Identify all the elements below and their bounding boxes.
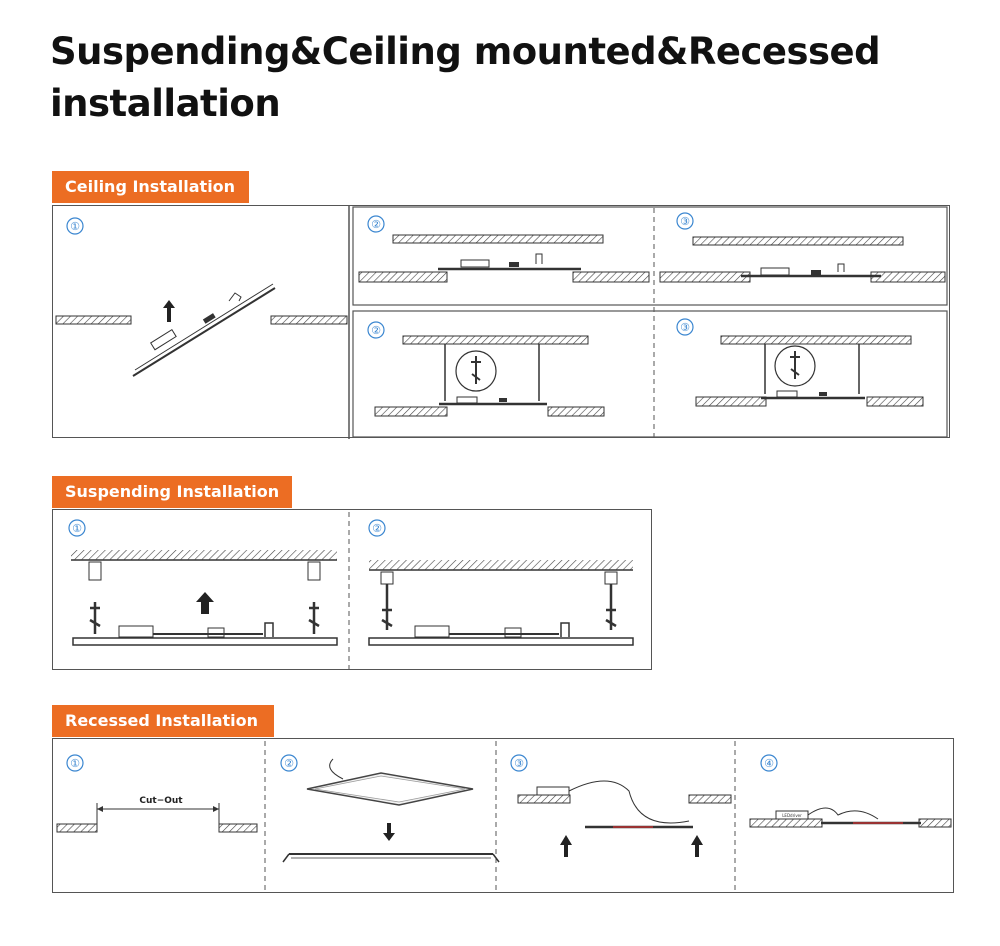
step-number: ② bbox=[372, 522, 382, 535]
recessed-installation-tag: Recessed Installation bbox=[52, 705, 274, 737]
step-number: ② bbox=[371, 324, 381, 337]
ceiling-installation-diagram: ① ② ③ bbox=[55, 206, 948, 439]
step-number: ③ bbox=[680, 215, 690, 228]
down-arrow-icon bbox=[383, 823, 395, 841]
step-number: ② bbox=[371, 218, 381, 231]
step-number: ③ bbox=[514, 757, 524, 770]
suspending-installation-panel: ① ② bbox=[52, 509, 652, 670]
recessed-installation-diagram: ① Cut−Out ② ③ bbox=[56, 741, 952, 892]
ceiling-installation-tag: Ceiling Installation bbox=[52, 171, 249, 203]
step-number: ① bbox=[70, 220, 80, 233]
ceiling-slab bbox=[55, 315, 132, 325]
step-number: ② bbox=[284, 757, 294, 770]
step-number: ④ bbox=[764, 757, 774, 770]
up-arrow-icon bbox=[163, 300, 175, 322]
step-number: ③ bbox=[680, 321, 690, 334]
ceiling-installation-panel: ① ② ③ bbox=[52, 205, 950, 439]
suspending-installation-diagram: ① ② bbox=[68, 512, 634, 669]
suspending-installation-tag: Suspending Installation bbox=[52, 476, 292, 508]
ceiling-board bbox=[218, 823, 258, 833]
led-panel bbox=[72, 622, 338, 646]
led-driver bbox=[536, 786, 570, 796]
cutout-label: Cut−Out bbox=[139, 796, 183, 806]
page-title: Suspending&Ceiling mounted&Recessed inst… bbox=[50, 30, 881, 125]
led-panel bbox=[368, 622, 634, 646]
ceiling-slab bbox=[270, 315, 348, 325]
led-panel bbox=[438, 253, 581, 271]
led-panel bbox=[132, 283, 276, 377]
ceiling-slab bbox=[369, 560, 633, 570]
ceiling-slab bbox=[71, 550, 337, 560]
up-arrow-icon bbox=[196, 592, 214, 614]
step-number: ① bbox=[72, 522, 82, 535]
up-arrow-icon bbox=[560, 835, 572, 857]
up-arrow-icon bbox=[691, 835, 703, 857]
recessed-installation-panel: ① Cut−Out ② ③ bbox=[52, 738, 954, 893]
led-panel bbox=[741, 263, 881, 278]
ceiling-board bbox=[56, 823, 98, 833]
led-panel-perspective bbox=[306, 758, 474, 806]
led-driver-label: LEDdriver bbox=[782, 813, 802, 818]
step-number: ① bbox=[70, 757, 80, 770]
frame-panel bbox=[282, 853, 500, 863]
